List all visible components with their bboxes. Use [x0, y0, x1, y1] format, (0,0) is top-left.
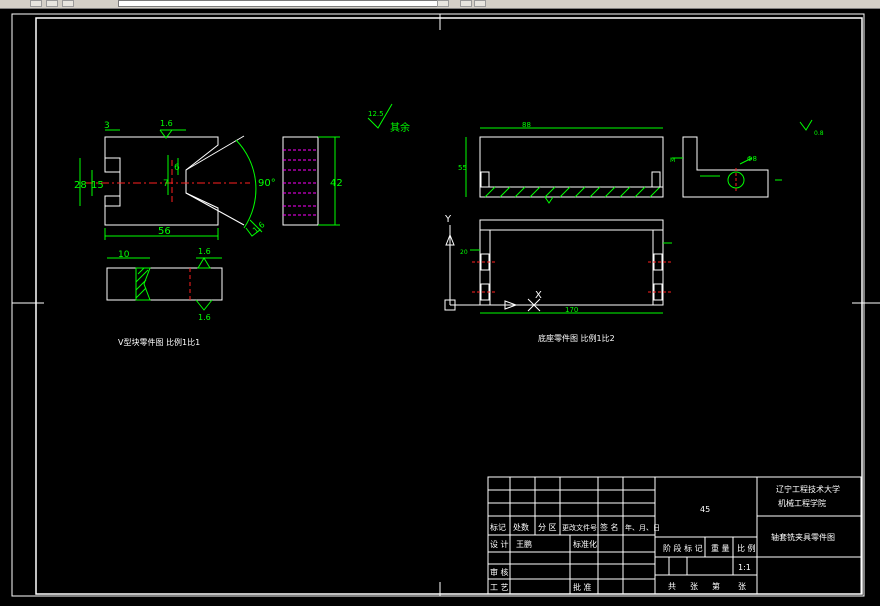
tb-sheet-1: 张 [690, 582, 698, 591]
base-plate-top-view [470, 219, 672, 314]
button-icon-4[interactable] [460, 0, 472, 7]
tb-approve-label: 批 准 [573, 582, 592, 592]
tb-standard-label: 标准化 [573, 539, 597, 549]
dim-bottom-10: 10 [118, 250, 130, 260]
tb-header-5: 年、月、日 [625, 523, 660, 532]
dim-slot: 6 [174, 163, 180, 173]
tb-stage-label: 阶 段 标 记 [663, 543, 703, 553]
tb-header-4: 签 名 [600, 522, 619, 532]
button-icon-1[interactable] [30, 0, 42, 7]
tb-header-3: 更改文件号 [562, 523, 597, 532]
layer-dropdown[interactable] [118, 0, 448, 7]
finish-top: 1.6 [160, 119, 173, 128]
v-block-top-view [106, 257, 223, 311]
finish-bottom-top: 1.6 [198, 247, 211, 256]
dim-base-height: 55 [458, 164, 467, 172]
tb-review-label: 审 核 [490, 567, 509, 577]
finish-bottom: 1.6 [198, 313, 211, 322]
drawing-canvas[interactable]: 3 1.6 6 28 15 7 90° 56 1.6 42 1 [0, 9, 880, 602]
inner-border [35, 17, 863, 595]
tb-sheet-0: 共 [668, 582, 676, 591]
toolbar [0, 0, 880, 9]
button-icon-2[interactable] [46, 0, 58, 7]
dim-left-h: 20 [460, 249, 468, 256]
title-block [487, 476, 862, 595]
dim-top-width: 3 [104, 121, 110, 131]
cad-drawing: 3 1.6 6 28 15 7 90° 56 1.6 42 1 [11, 13, 880, 597]
base-plate-front-view [465, 127, 664, 204]
tb-school: 辽宁工程技术大学 [776, 484, 840, 494]
tb-sheet-3: 张 [738, 582, 746, 591]
tb-scale-label: 比 例 [737, 543, 756, 553]
dim-height-28: 28 [74, 180, 87, 191]
base-plate-title: 底座零件图 比例1比2 [538, 333, 615, 343]
dim-height-42: 42 [330, 178, 343, 189]
finish-angle: 1.6 [251, 220, 267, 235]
tb-header-1: 处数 [513, 522, 529, 532]
tb-drawing-name: 轴套铣夹具零件图 [771, 532, 835, 542]
v-block-side-view [282, 136, 340, 226]
outer-border [11, 13, 865, 597]
axis-x: X [535, 290, 542, 301]
dim-base-width: 88 [522, 121, 531, 129]
tb-sheet-2: 第 [712, 581, 720, 591]
note-m: M [670, 157, 675, 164]
dim-slot-7: 7 [163, 179, 169, 189]
button-icon-3[interactable] [62, 0, 74, 7]
tb-process-label: 工 艺 [490, 583, 509, 592]
tb-header-0: 标记 [490, 522, 506, 532]
rest-finish-text: 其余 [390, 121, 410, 134]
dim-length: 56 [158, 226, 171, 237]
note-f: 0.8 [814, 130, 824, 137]
dim-height-15: 15 [91, 180, 104, 191]
dim-angle: 90° [258, 178, 276, 189]
dim-hole: Φ8 [747, 155, 757, 163]
v-block-front-view [104, 135, 245, 226]
axis-y: Y [444, 214, 452, 225]
button-icon-5[interactable] [474, 0, 486, 7]
tb-scale-value: 1:1 [738, 563, 751, 572]
tb-header-2: 分 区 [538, 523, 557, 532]
rest-finish-value: 12.5 [368, 110, 384, 118]
base-plate-side-view [672, 119, 813, 198]
dim-base-length: 170 [565, 306, 578, 314]
tb-weight-label: 重 量 [711, 543, 730, 553]
tb-college: 机械工程学院 [778, 498, 826, 508]
tb-designer: 王鹏 [516, 539, 532, 549]
tb-material: 45 [700, 505, 710, 514]
v-block-title: V型块零件图 比例1比1 [118, 337, 200, 347]
tb-design-label: 设 计 [490, 539, 509, 549]
chevron-down-icon[interactable] [437, 0, 449, 7]
ucs-icon [444, 225, 541, 312]
